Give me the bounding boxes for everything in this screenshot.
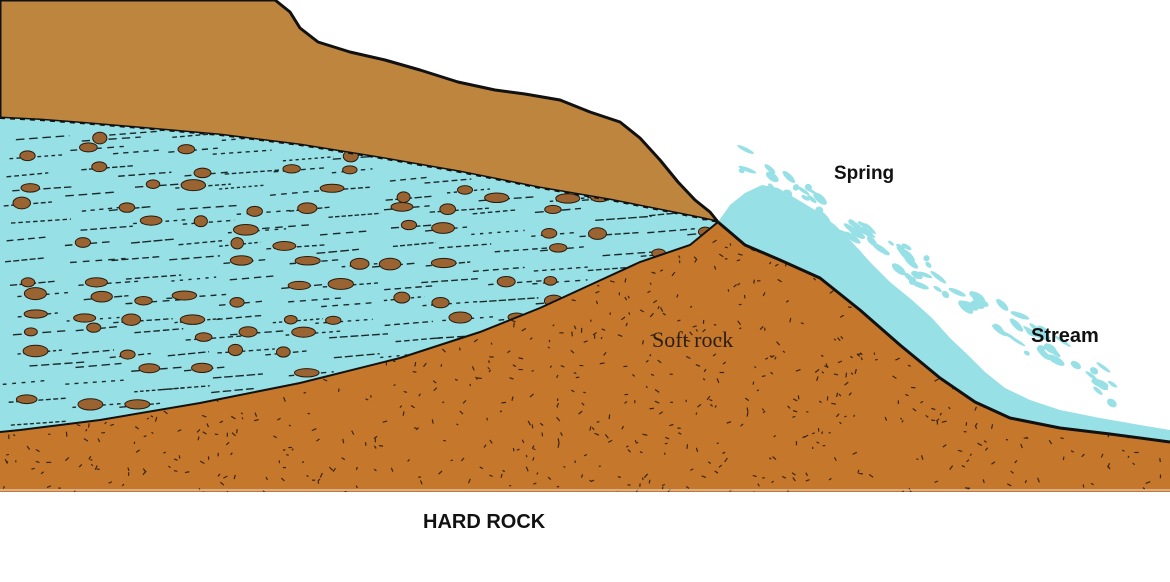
spring-water — [718, 145, 1170, 442]
soft-rock-label: Soft rock — [652, 327, 734, 352]
spring-label: Spring — [834, 163, 895, 184]
soft-rock-layer — [0, 222, 1170, 492]
ground-surface-outline — [717, 220, 1170, 444]
hard-rock-label: HARD ROCK — [423, 511, 546, 533]
aquifer-bottom-boundary — [0, 221, 719, 433]
aquifer-layer — [0, 118, 718, 432]
upper-rock-layer — [0, 0, 720, 224]
stream-label: Stream — [1031, 325, 1099, 347]
aquifer-top-boundary — [0, 117, 719, 223]
